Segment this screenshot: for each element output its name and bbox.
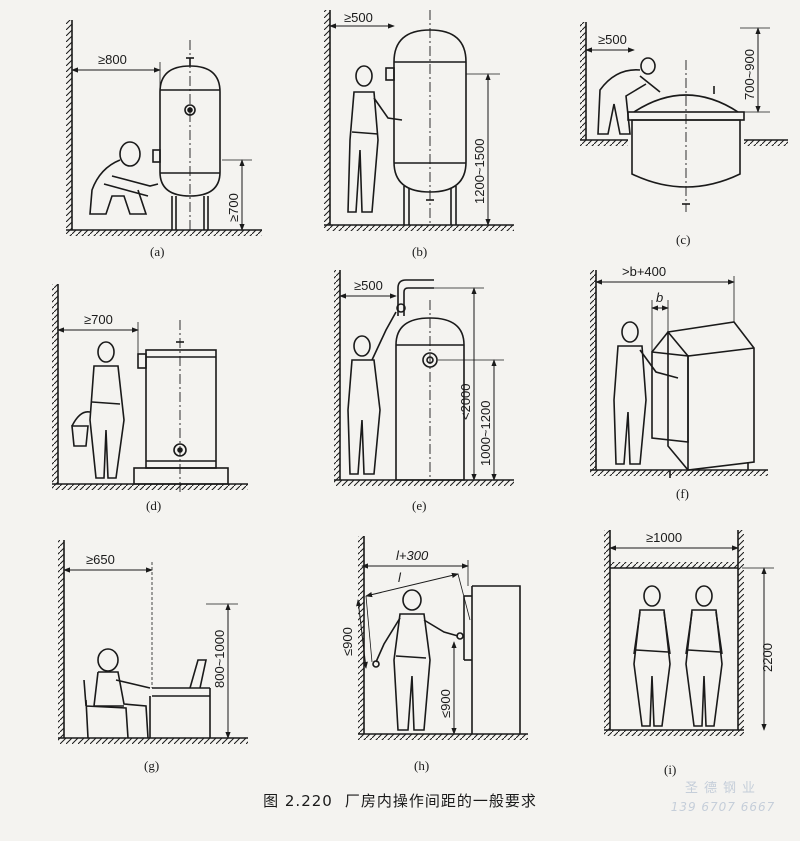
ceiling-hatch <box>610 562 738 568</box>
floor-hatch <box>66 230 262 236</box>
panel-label-a: (a) <box>150 244 164 259</box>
dim-h-l: l <box>398 570 402 585</box>
panel-b <box>324 10 514 231</box>
worker-bending <box>597 57 661 135</box>
tall-vessel <box>393 29 467 193</box>
dim-h-reach: l+300 <box>396 548 429 563</box>
dim-c-clearance: ≥500 <box>598 32 627 47</box>
panel-label-d: (d) <box>146 498 161 513</box>
reactor-lid <box>633 94 739 113</box>
worker-with-bucket <box>71 341 125 479</box>
panel-g <box>58 540 248 744</box>
boiler-body <box>145 349 217 469</box>
watermark-phone: 139 6707 6667 <box>670 800 776 814</box>
dim-f-clearance: >b+400 <box>622 264 666 279</box>
figure-caption: 图 2.220 厂房内操作间距的一般要求 <box>0 790 800 811</box>
panel-f <box>590 270 768 478</box>
worker-standing <box>347 65 403 213</box>
dim-g-clearance: ≥650 <box>86 552 115 567</box>
worker-right <box>685 585 723 727</box>
panel-d <box>52 284 248 492</box>
control-desk <box>149 659 211 738</box>
dim-h-lever: ≤900 <box>340 627 355 656</box>
vertical-vessel <box>159 65 221 197</box>
dim-i-height: 2200 <box>760 643 775 672</box>
panel-label-c: (c) <box>676 232 690 247</box>
dim-h-height: ≤900 <box>438 689 453 718</box>
dim-b-clearance: ≥500 <box>344 10 373 25</box>
dim-e-total-height: <2000 <box>458 383 473 420</box>
watermark-company: 圣德钢业 <box>684 781 761 796</box>
control-panel <box>463 585 521 734</box>
dim-a-height: ≥700 <box>226 193 241 222</box>
dim-b-height: 1200~1500 <box>472 139 487 204</box>
dim-e-height: 1000~1200 <box>478 401 493 466</box>
cabinet <box>651 321 755 478</box>
seated-operator <box>83 648 151 739</box>
lever-operator <box>372 589 464 731</box>
dim-g-height: 800~1000 <box>212 630 227 688</box>
dim-c-height: 700~900 <box>742 49 757 100</box>
dim-d-clearance: ≥700 <box>84 312 113 327</box>
boiler-base <box>133 467 229 485</box>
dim-a-clearance: ≥800 <box>98 52 127 67</box>
reactor-body <box>631 119 741 188</box>
wall-hatch <box>66 20 72 230</box>
dim-f-b: b <box>656 290 663 305</box>
dim-i-width: ≥1000 <box>646 530 682 545</box>
panel-h <box>356 536 528 740</box>
worker-operating <box>613 321 679 465</box>
worker-reaching <box>347 311 397 475</box>
panel-e <box>334 270 514 486</box>
panel-label-i: (i) <box>664 762 676 777</box>
panel-label-f: (f) <box>676 486 689 501</box>
figure-number: 图 2.220 <box>263 792 333 810</box>
panel-a <box>66 20 262 236</box>
worker-left <box>633 585 671 727</box>
dim-e-clearance: ≥500 <box>354 278 383 293</box>
panel-c <box>580 22 788 212</box>
panel-label-e: (e) <box>412 498 426 513</box>
worker-crouching <box>89 141 159 215</box>
panel-label-b: (b) <box>412 244 427 259</box>
panel-label-h: (h) <box>414 758 429 773</box>
panel-label-g: (g) <box>144 758 159 773</box>
watermark: 圣德钢业 139 6707 6667 <box>648 780 798 816</box>
figure-title: 厂房内操作间距的一般要求 <box>344 792 537 810</box>
pipe-valve <box>397 279 434 316</box>
panel-i <box>604 530 774 736</box>
